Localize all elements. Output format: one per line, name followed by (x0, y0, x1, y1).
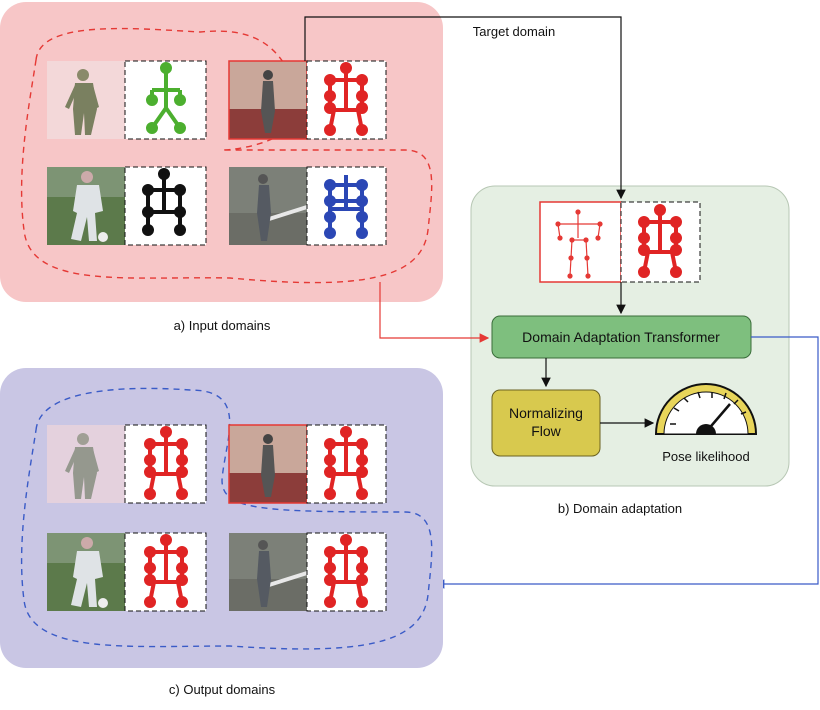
domain-adaptation-caption: b) Domain adaptation (558, 501, 682, 516)
person-photo-icon (227, 165, 309, 247)
input-domains-panel (0, 2, 443, 302)
person-photo-icon (229, 425, 307, 503)
target-domain-label: Target domain (473, 24, 555, 39)
output-domains-caption: c) Output domains (169, 682, 276, 697)
person-photo-icon (47, 61, 125, 139)
pose-likelihood-label: Pose likelihood (662, 449, 749, 464)
flow-label-line2: Flow (531, 423, 561, 439)
output-domains-panel (0, 368, 443, 668)
output-domains-boundary (20, 387, 433, 650)
flow-label-line1: Normalizing (509, 405, 583, 421)
transformer-to-output-arrow (434, 336, 819, 589)
person-photo-icon (47, 167, 125, 245)
target-skeleton-icon (555, 209, 603, 279)
person-photo-icon (47, 533, 125, 611)
input-to-transformer-arrow (379, 282, 490, 343)
input-domains-boundary (20, 27, 433, 284)
gauge-icon (654, 383, 758, 435)
person-photo-icon (229, 61, 307, 139)
target-domain-arrow (304, 16, 626, 200)
person-photo-icon (227, 531, 309, 613)
photo-tint (47, 425, 125, 503)
target-skeleton-box (539, 201, 622, 283)
input-domains-caption: a) Input domains (174, 318, 271, 333)
transformer-label: Domain Adaptation Transformer (522, 329, 720, 345)
